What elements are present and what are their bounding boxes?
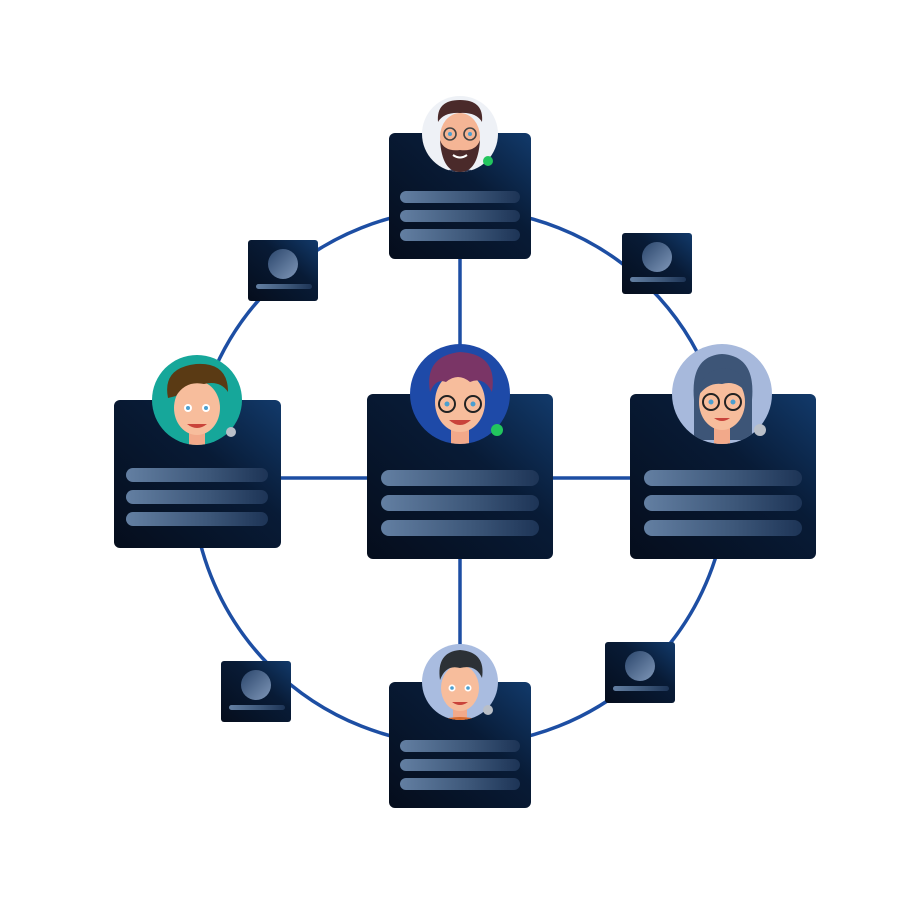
offline-status-dot [754,424,766,436]
card-bar [126,490,268,504]
online-status-dot [483,156,493,166]
dark-hair-man-avatar [422,644,498,720]
brown-hair-boy-avatar [152,355,242,445]
card-bar [400,229,520,241]
offline-status-dot [226,427,236,437]
card-bar [644,520,802,536]
card-bar [381,470,539,486]
card-bar [400,740,520,752]
card-bar [400,210,520,222]
placeholder-avatar-icon [642,242,672,272]
placeholder-avatar-icon [241,670,271,700]
user-card-top[interactable] [389,96,531,259]
satellite-bottom-left[interactable] [221,661,291,722]
purple-hair-glasses-avatar [410,344,510,444]
online-status-dot [491,424,503,436]
bearded-man-avatar [422,96,498,172]
placeholder-avatar-icon [625,651,655,681]
card-bar [400,778,520,790]
card-bar [644,470,802,486]
user-card-left[interactable] [114,355,281,548]
card-bar [400,759,520,771]
card-bar [400,191,520,203]
offline-status-dot [483,705,493,715]
user-card-center[interactable] [367,344,553,559]
satellite-top-right[interactable] [622,233,692,294]
card-bar [381,495,539,511]
card-bar [381,520,539,536]
satellite-bottom-right[interactable] [605,642,675,703]
gray-hair-woman-avatar [672,344,772,444]
user-card-bottom[interactable] [389,644,531,808]
card-bar [126,468,268,482]
card-bar [644,495,802,511]
satellite-top-left[interactable] [248,240,318,301]
card-bar [126,512,268,526]
placeholder-avatar-icon [268,249,298,279]
user-card-right[interactable] [630,344,816,559]
